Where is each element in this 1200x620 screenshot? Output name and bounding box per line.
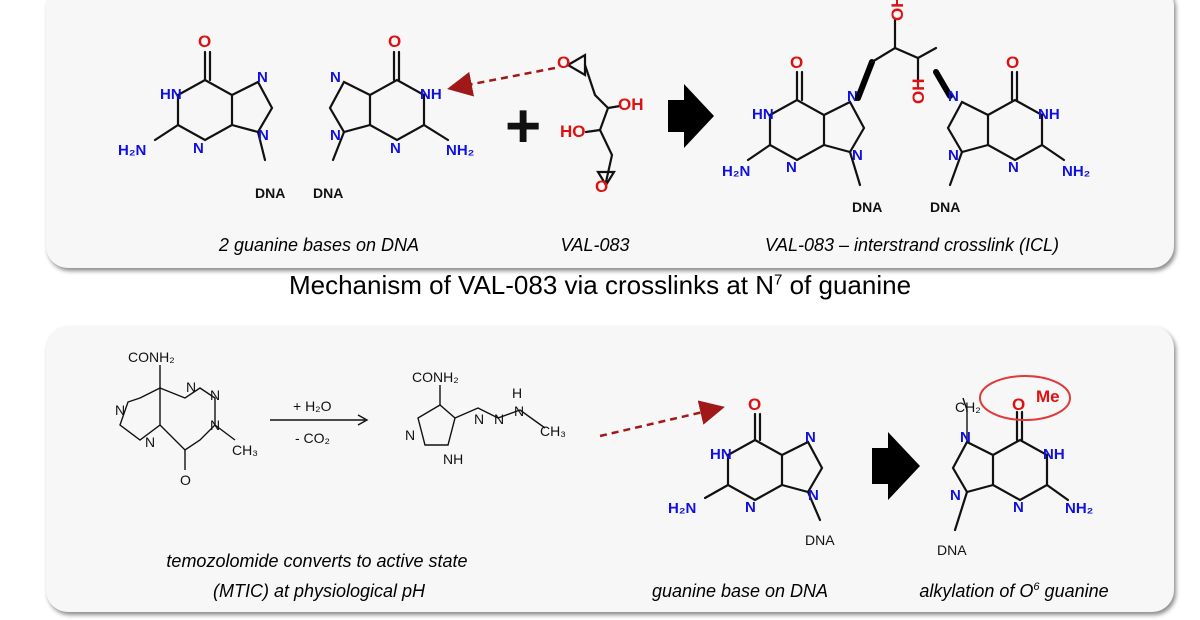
n-label: N xyxy=(210,417,220,433)
n-label: N xyxy=(805,429,816,446)
n-label: N xyxy=(115,402,125,418)
oxygen-label: O xyxy=(790,53,803,72)
caption-guanine-base: guanine base on DNA xyxy=(651,581,829,601)
n-label: N xyxy=(960,429,971,446)
nh2-label: NH₂ xyxy=(1065,500,1093,517)
n-label: N xyxy=(1008,159,1019,176)
h2n-label: H₂N xyxy=(722,163,750,180)
dashed-arrow xyxy=(447,66,556,97)
icl-product-structure: O HN N N N H₂N DNA OH OH O NH N N N NH₂ … xyxy=(722,0,1090,215)
oh-label: OH xyxy=(618,95,644,114)
caption-tmz-line1: temozolomide converts to active state xyxy=(166,551,468,571)
dna-label: DNA xyxy=(313,185,343,201)
temozolomide-structure: CONH₂ N N N N N CH₃ O xyxy=(115,349,258,488)
h2n-label: H₂N xyxy=(118,142,146,159)
oxygen-label: O xyxy=(748,395,761,414)
n-label: N xyxy=(258,127,269,144)
highlight-circle xyxy=(979,375,1071,421)
val083-structure: O OH HO O xyxy=(557,53,644,196)
arrow-head-icon xyxy=(357,414,369,426)
oxygen-label: O xyxy=(595,177,608,196)
top-panel xyxy=(46,0,1174,268)
n-label: N xyxy=(950,487,961,504)
oxygen-label: O xyxy=(557,53,570,72)
n-label: N xyxy=(330,69,341,86)
n-label: N xyxy=(514,403,524,419)
dna-label: DNA xyxy=(930,199,960,215)
nh-label: NH xyxy=(420,86,442,103)
oxygen-label: O xyxy=(180,472,191,488)
n-label: N xyxy=(257,69,268,86)
mechanism-title: Mechanism of VAL-083 via crosslinks at N… xyxy=(288,270,912,300)
h2n-label: H₂N xyxy=(668,500,696,517)
n-label: N xyxy=(193,140,204,157)
caption-icl: VAL-083 – interstrand crosslink (ICL) xyxy=(764,235,1060,255)
plus-sign: + xyxy=(505,92,541,161)
guanine-bottom-structure: O HN N N N H₂N DNA xyxy=(668,395,835,548)
methyl-label: Me xyxy=(1036,387,1060,406)
oh-label: OH xyxy=(888,0,907,21)
hn-label: HN xyxy=(710,446,732,463)
byproduct-label: - CO₂ xyxy=(295,430,330,446)
bottom-panel xyxy=(46,326,1174,612)
dna-label: DNA xyxy=(255,185,285,201)
n-label: N xyxy=(474,411,484,427)
nh2-label: NH₂ xyxy=(446,142,474,159)
n-label: N xyxy=(948,147,959,164)
n-label: N xyxy=(186,379,196,395)
wedge-bond xyxy=(933,69,953,99)
n-label: N xyxy=(390,140,401,157)
caption-alkylation: alkylation of O6 guanine xyxy=(919,581,1109,601)
n-label: N xyxy=(852,147,863,164)
n-label: N xyxy=(210,387,220,403)
reaction-arrow-icon xyxy=(872,432,920,500)
conh2-label: CONH₂ xyxy=(412,369,459,385)
dna-label: DNA xyxy=(937,542,967,558)
dna-label: DNA xyxy=(805,532,835,548)
oxygen-label: O xyxy=(1012,395,1025,414)
oxygen-label: O xyxy=(388,32,401,51)
n-label: N xyxy=(494,411,504,427)
n-label: N xyxy=(786,159,797,176)
ho-label: HO xyxy=(560,122,586,141)
n-label: N xyxy=(948,88,959,105)
nh-label: NH xyxy=(1038,106,1060,123)
caption-guanine-pair: 2 guanine bases on DNA xyxy=(218,235,420,255)
wedge-bond xyxy=(855,59,875,101)
dashed-arrow xyxy=(599,400,725,438)
methylated-guanine-structure: CH₂ O Me NH N N N NH₂ DNA xyxy=(937,375,1093,558)
hn-label: HN xyxy=(160,86,182,103)
nh-label: NH xyxy=(443,451,463,467)
n-label: N xyxy=(1013,499,1024,516)
ch3-label: CH₃ xyxy=(540,423,566,439)
ch2-label: CH₂ xyxy=(955,399,981,415)
nh2-label: NH₂ xyxy=(1062,163,1090,180)
n-label: N xyxy=(330,127,341,144)
dna-label: DNA xyxy=(852,199,882,215)
caption-tmz-line2: (MTIC) at physiological pH xyxy=(212,581,426,601)
n-label: N xyxy=(745,499,756,516)
reagent-label: + H₂O xyxy=(293,398,332,414)
conh2-label: CONH₂ xyxy=(128,349,175,365)
oxygen-label: O xyxy=(1006,53,1019,72)
oh-label: OH xyxy=(909,79,928,105)
guanine-right-structure: O NH N N N NH₂ DNA xyxy=(313,32,474,201)
ch3-label: CH₃ xyxy=(232,442,258,458)
caption-val083: VAL-083 xyxy=(560,235,630,255)
n-label: N xyxy=(145,434,155,450)
n-label: N xyxy=(808,487,819,504)
n-label: N xyxy=(405,427,415,443)
hn-label: HN xyxy=(752,106,774,123)
oxygen-label: O xyxy=(198,32,211,51)
mtic-structure: CONH₂ N N N H CH₃ N NH xyxy=(405,369,566,467)
nh-label: NH xyxy=(1043,446,1065,463)
guanine-left-structure: O HN N N N H₂N DNA xyxy=(118,32,285,201)
n-label: N xyxy=(847,88,858,105)
h-label: H xyxy=(512,385,522,401)
reaction-arrow-icon xyxy=(668,84,714,148)
